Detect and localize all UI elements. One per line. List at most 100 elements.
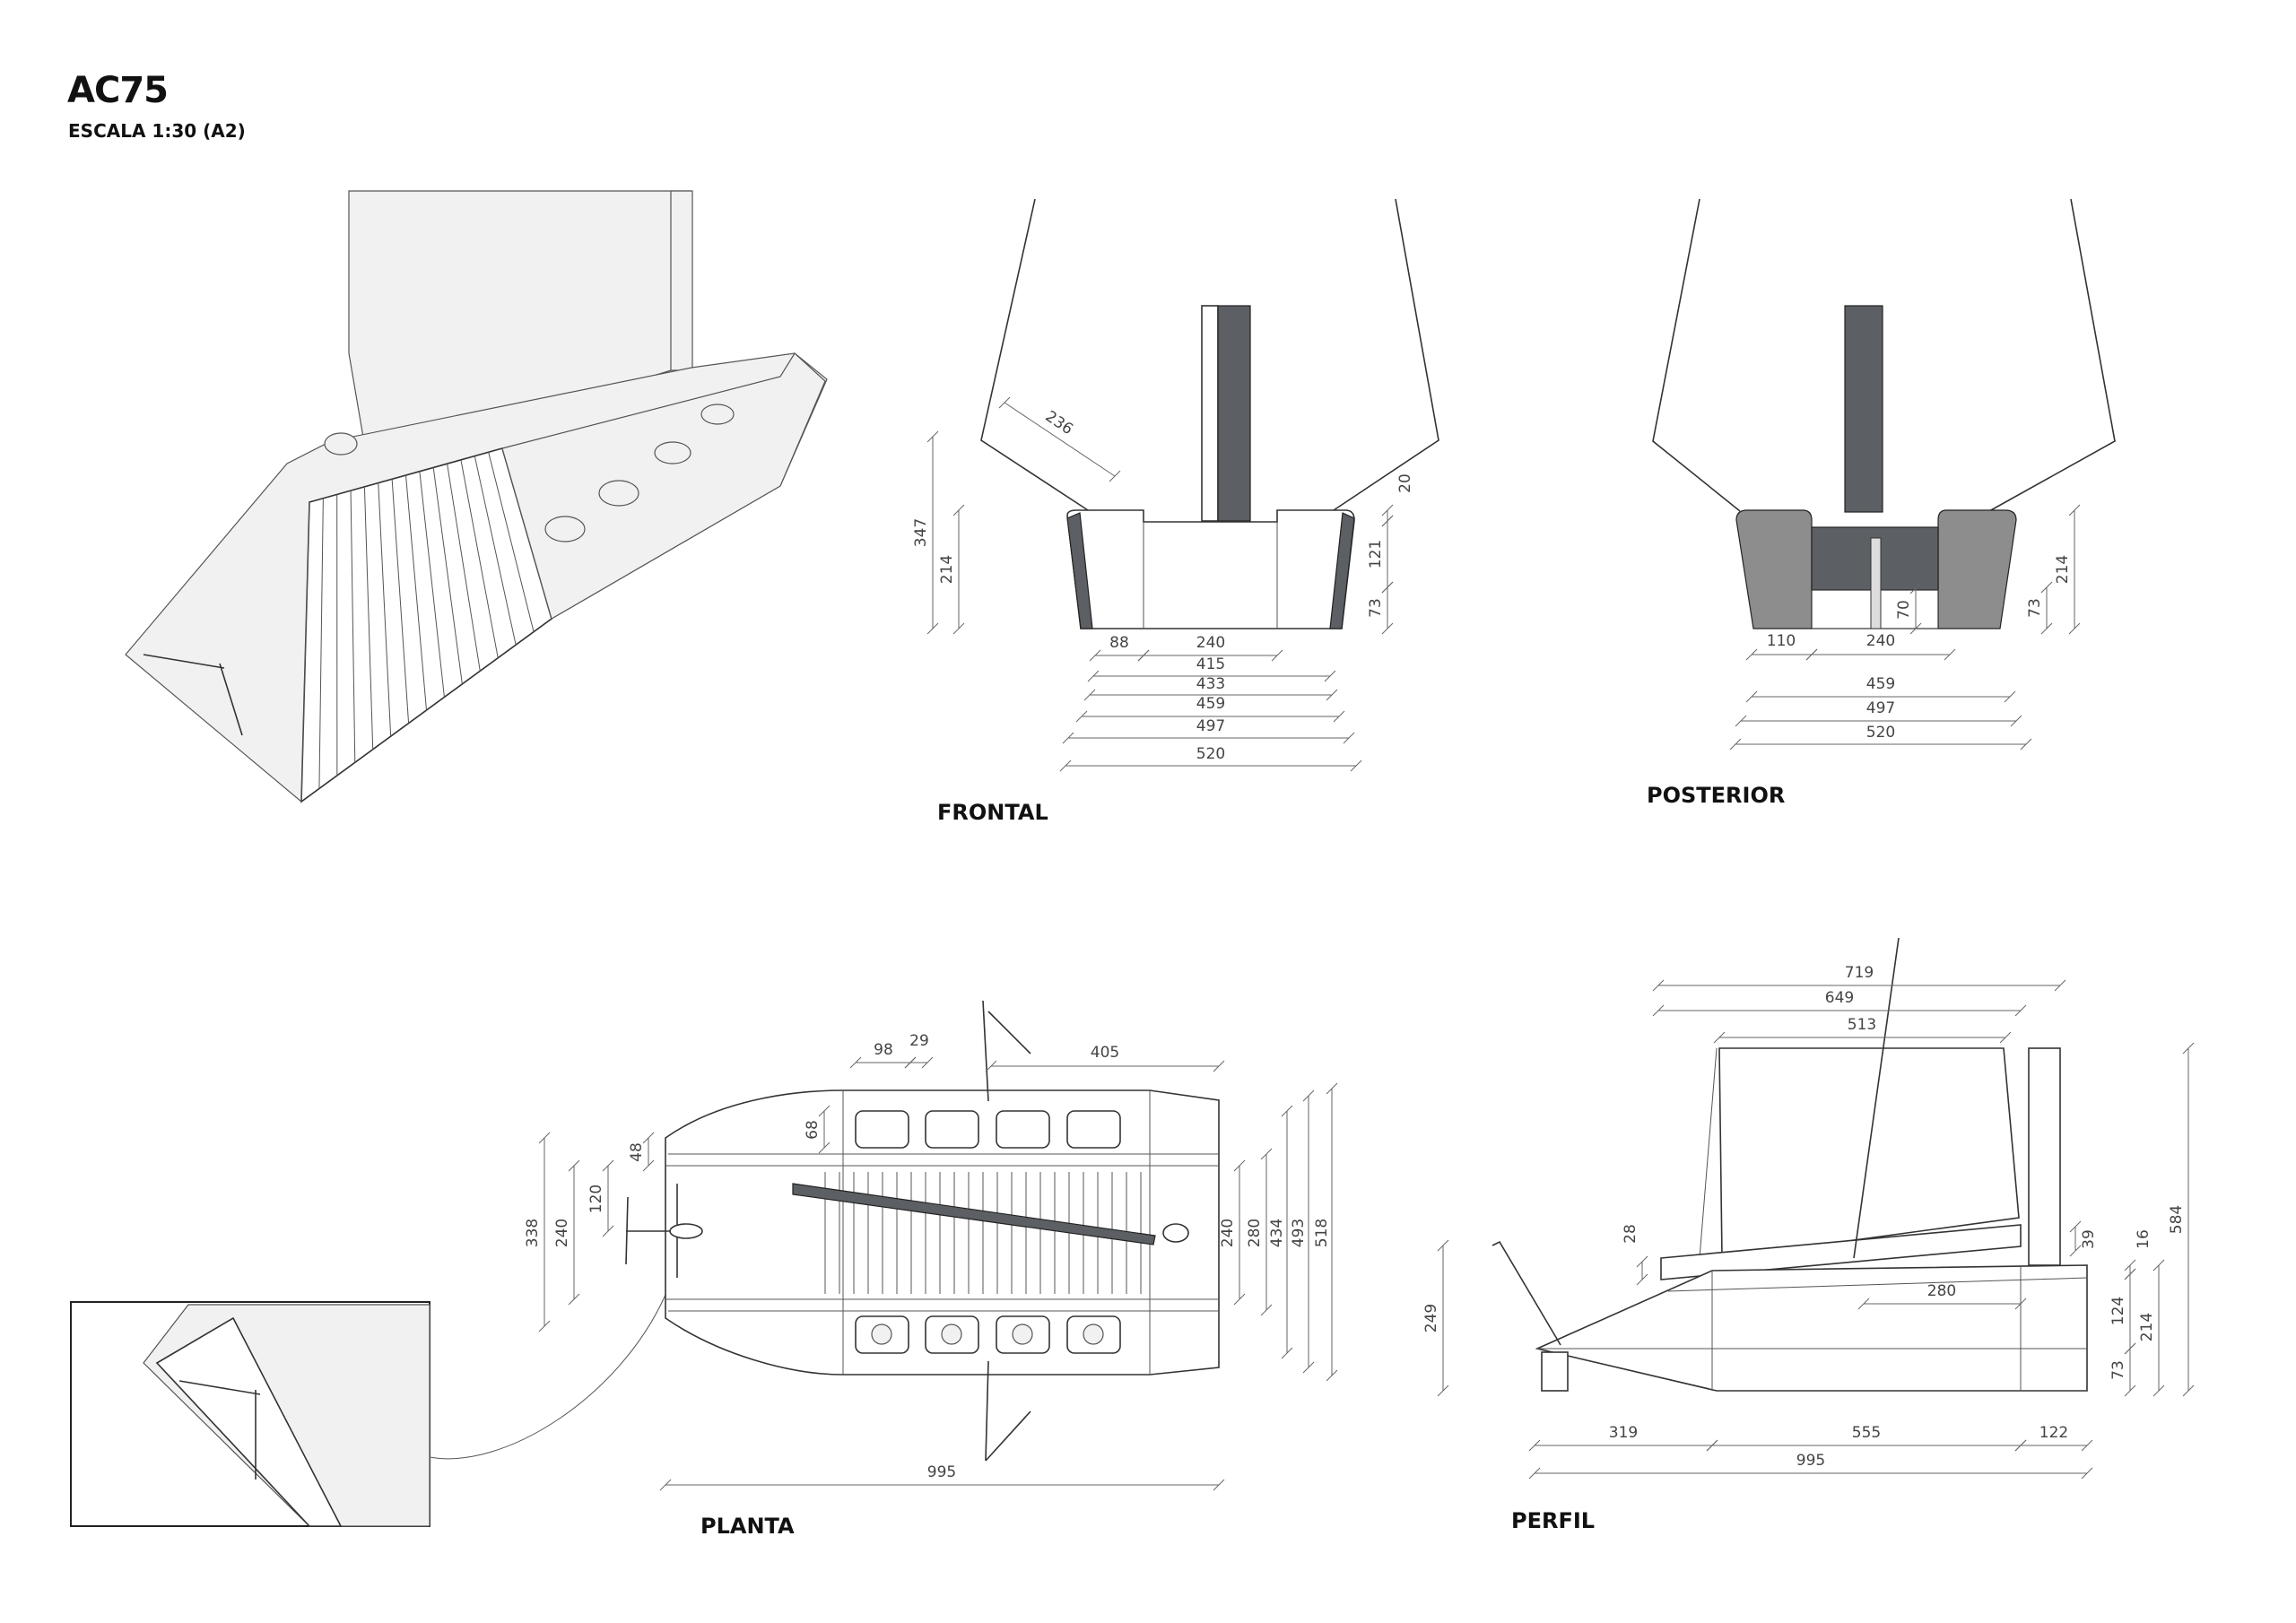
dimension-value: 68	[804, 1120, 822, 1140]
dimension-tick	[2010, 715, 2022, 727]
dimension: 110	[1745, 632, 1818, 661]
cockpit-pod	[925, 1110, 979, 1149]
view-label-planta: PLANTA	[700, 1514, 795, 1539]
dimension-value: 29	[909, 1032, 929, 1050]
perfil-rudder-arm	[1492, 1240, 1561, 1346]
dimension-tick	[2014, 1004, 2027, 1017]
dimension-tick	[1944, 648, 1956, 661]
crew-figure	[941, 1324, 962, 1345]
dimension-value: 433	[1196, 675, 1225, 693]
dimension-value: 555	[1852, 1424, 1881, 1442]
dimension: 214	[2138, 1259, 2165, 1397]
sheet-scale: ESCALA 1:30 (A2)	[68, 120, 246, 142]
dimension-tick	[1109, 470, 1121, 482]
dimension: 214	[938, 504, 965, 635]
dimension-tick	[1233, 1159, 1246, 1172]
dimension-value: 995	[1796, 1452, 1825, 1470]
dimension: 649	[1652, 989, 2027, 1017]
dimension-value: 719	[1845, 964, 1874, 982]
dimension: 459	[1745, 675, 2016, 703]
dimension-tick	[904, 1056, 917, 1069]
dimension: 280	[1246, 1148, 1273, 1316]
dimension: 555	[1706, 1424, 2027, 1452]
dimension-tick	[998, 396, 1011, 409]
dimension-tick	[1213, 1060, 1225, 1072]
perfil-hull	[1535, 1264, 2088, 1392]
crew-figure	[871, 1324, 892, 1345]
dimension-tick	[1326, 689, 1338, 701]
cockpit-pod	[996, 1110, 1050, 1149]
dimension-value: 347	[912, 518, 930, 547]
posterior-mast	[1844, 305, 1883, 513]
dimension-tick	[1271, 649, 1283, 662]
dimension-tick	[1326, 1082, 1338, 1095]
dimension-tick	[2040, 581, 2053, 594]
dimension-value: 16	[2135, 1229, 2152, 1249]
dimension-tick	[1343, 732, 1355, 744]
dimension-tick	[1083, 689, 1096, 701]
dimension: 513	[1713, 1016, 2012, 1044]
deck-slat	[447, 464, 481, 672]
dimension-value: 73	[2026, 598, 2044, 618]
inset-deck	[155, 1316, 343, 1527]
dimension: 240	[1219, 1159, 1246, 1306]
posterior-hull-starboard	[1937, 509, 2017, 629]
dimension-tick	[2182, 1042, 2195, 1055]
cockpit-pod	[1066, 1110, 1121, 1149]
dimension: 73	[2026, 581, 2053, 635]
dimension-tick	[849, 1056, 862, 1069]
dimension-tick	[659, 1479, 672, 1491]
dimension: 29	[904, 1032, 934, 1069]
dimension-value: 121	[1367, 540, 1385, 568]
dimension-value: 459	[1196, 695, 1225, 713]
dimension-value: 214	[938, 555, 956, 584]
frontal-hull-edge-left	[1066, 512, 1093, 629]
dimension-value: 249	[1422, 1304, 1440, 1332]
inset-detail	[70, 1294, 666, 1527]
dimension: 120	[587, 1159, 614, 1237]
dimension-value: 649	[1825, 989, 1854, 1007]
dimension: 68	[804, 1105, 831, 1154]
dimension-tick	[1652, 979, 1665, 992]
dimension-tick	[1706, 1439, 1718, 1452]
posterior-rudder	[1870, 537, 1882, 629]
dimension-value: 520	[1196, 745, 1225, 763]
frontal-mainsail-edge	[1217, 305, 1251, 522]
dimension-tick	[1437, 1384, 1449, 1397]
dimension-tick	[2081, 1439, 2093, 1452]
dimension-tick	[1059, 759, 1072, 772]
dimension: 520	[1729, 724, 2032, 751]
deck-slat	[460, 459, 499, 658]
dimension-value: 39	[2080, 1229, 2098, 1249]
perspective-mast	[670, 190, 693, 371]
deck-slat	[419, 471, 445, 698]
frontal-sail-right	[1333, 198, 1439, 511]
dimension-tick	[642, 1132, 655, 1144]
dimension-tick	[1729, 738, 1742, 751]
dimension-tick	[1233, 1293, 1246, 1306]
inset-rudder	[178, 1380, 261, 1395]
inset-leader-line	[429, 1294, 666, 1460]
perfil-mast	[2028, 1047, 2061, 1266]
dimension: 20	[1381, 473, 1414, 527]
dimension-value: 98	[874, 1041, 893, 1059]
dimension: 995	[1528, 1452, 2093, 1480]
dimension-value: 28	[1622, 1224, 1639, 1244]
dimension-value: 236	[1042, 407, 1076, 438]
dimension-tick	[2014, 1439, 2027, 1452]
dimension-value: 120	[587, 1185, 605, 1213]
dimension: 122	[2014, 1424, 2093, 1452]
dimension-tick	[1805, 648, 1818, 661]
dimension-tick	[1062, 732, 1074, 744]
dimension-tick	[602, 1225, 614, 1237]
frontal-mast	[1201, 305, 1219, 522]
dimension-tick	[921, 1056, 934, 1069]
dimension-value: 584	[2168, 1205, 2186, 1234]
dimension-value: 124	[2109, 1297, 2127, 1325]
dimension-tick	[2014, 1298, 2027, 1310]
dimension-tick	[1087, 670, 1100, 682]
dimension-tick	[2124, 1259, 2136, 1271]
dimension-tick	[2152, 1259, 2165, 1271]
perspective-deck-slats	[300, 452, 535, 803]
dimension: 48	[628, 1132, 655, 1172]
